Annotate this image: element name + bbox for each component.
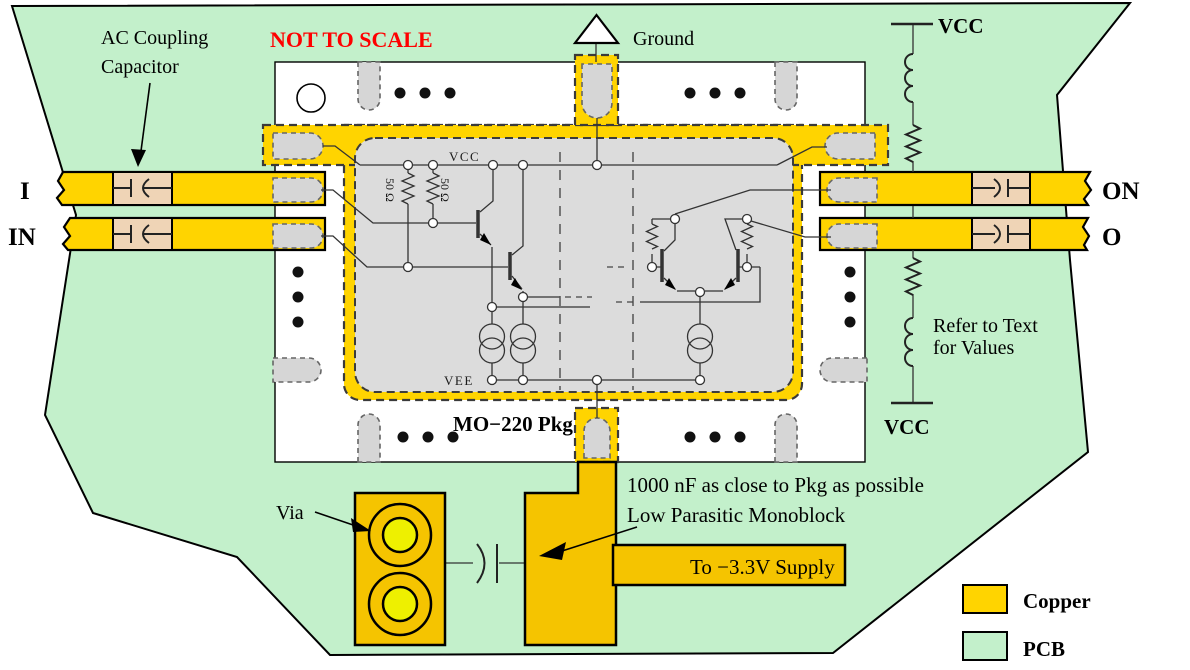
pad-input-in	[272, 223, 324, 249]
legend-pcb-label: PCB	[1023, 637, 1065, 661]
pad-input-i	[272, 177, 324, 203]
pad-output-on	[826, 177, 878, 203]
legend-pcb-swatch	[962, 631, 1008, 661]
coupling-capacitors	[112, 171, 1031, 251]
refer-label-line1: Refer to Text	[933, 315, 1038, 337]
emitter-arrows	[480, 233, 735, 290]
pad-vee-bottom	[583, 417, 611, 459]
pad-top-1	[357, 61, 381, 111]
pad-bottom-2	[774, 413, 798, 463]
term-resistor-label-2: 50 Ω	[438, 178, 452, 202]
supply-trace-bar	[611, 543, 847, 587]
transistor-bars	[476, 210, 740, 282]
via-block	[353, 491, 447, 647]
pad-band-right	[824, 132, 876, 160]
pad-output-o	[826, 223, 878, 249]
supply-copper-block	[523, 460, 618, 647]
vcc-top-label: VCC	[938, 14, 984, 38]
decoupling-label-line2: Low Parasitic Monoblock	[627, 503, 846, 527]
via-1-ring-icon	[367, 502, 433, 568]
resistor-symbols	[400, 172, 755, 250]
port-label-in: IN	[8, 224, 36, 251]
not-to-scale-label: NOT TO SCALE	[270, 27, 433, 52]
port-label-on: ON	[1102, 178, 1140, 205]
package-label: MO−220 Pkg	[453, 412, 573, 436]
inductor-symbols	[904, 53, 914, 367]
pad-band-left	[272, 132, 324, 160]
pad-right-lower	[819, 357, 868, 383]
hidden-wire-dashes	[565, 266, 638, 303]
leader-arrows	[131, 82, 638, 560]
via-1-hole-icon	[381, 516, 419, 554]
bias-resistor-symbols	[903, 124, 923, 296]
legend-copper-swatch	[962, 584, 1008, 614]
legend: Copper PCB	[962, 584, 1091, 661]
port-label-i: I	[20, 178, 30, 205]
capacitor-symbols	[113, 178, 1030, 244]
supply-label: To −3.3V Supply	[690, 555, 835, 579]
ac-coupling-label-line2: Capacitor	[101, 56, 179, 78]
pad-top-2	[774, 61, 798, 111]
term-resistor-label-1: 50 Ω	[383, 178, 397, 202]
vcc-rail-bars	[891, 22, 933, 405]
port-label-o: O	[1102, 224, 1121, 251]
decoupling-label-line1: 1000 nF as close to Pkg as possible	[627, 473, 924, 497]
current-source-symbols	[478, 323, 714, 364]
vcc-bottom-label: VCC	[884, 415, 930, 439]
refer-label-line2: for Values	[933, 337, 1014, 359]
monoblock-capacitor-symbol	[476, 543, 498, 584]
pad-left-lower	[272, 357, 322, 383]
via-2-ring-icon	[367, 571, 433, 637]
schematic-vcc-label: VCC	[449, 149, 480, 164]
via-2-hole-icon	[381, 585, 419, 623]
pin1-marker	[296, 83, 326, 113]
schematic-vee-label: VEE	[444, 373, 474, 388]
pad-ground-top	[581, 63, 613, 119]
pin-ellipsis-dots	[292, 87, 856, 443]
ground-label: Ground	[633, 28, 694, 50]
ground-symbol	[572, 13, 621, 45]
legend-copper-label: Copper	[1023, 589, 1091, 613]
via-label: Via	[276, 502, 304, 524]
die-divider-dashed-lines	[559, 152, 634, 390]
package-pads	[272, 61, 878, 463]
ac-coupling-label-line1: AC Coupling	[101, 27, 208, 49]
pad-bottom-1	[357, 413, 381, 463]
die-schematic-area	[354, 137, 794, 393]
connection-nodes	[402, 159, 753, 386]
